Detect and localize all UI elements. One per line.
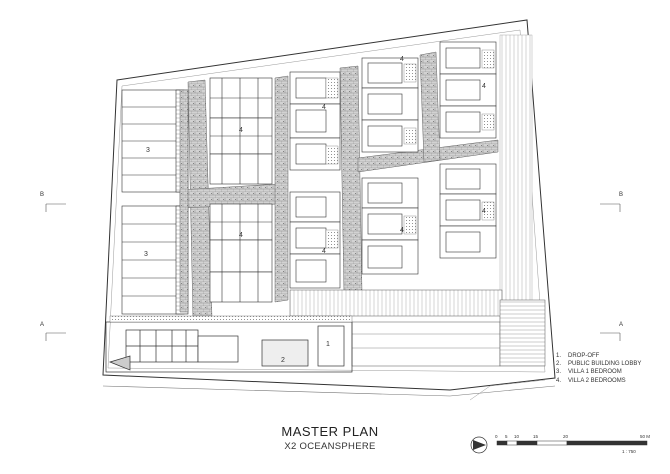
scale-bar [496, 440, 648, 446]
perimeter-path [107, 29, 546, 373]
site-road [102, 385, 556, 397]
page-subtitle: X2 OCEANSPHERE [284, 441, 376, 452]
scale-tick-0: 0 [495, 434, 498, 439]
east-perimeter-strip [499, 34, 533, 346]
scale-tick-50: 50 M [640, 434, 651, 439]
legend-item: 1.DROP-OFF [556, 353, 600, 359]
section-mark-b-left: B [40, 192, 45, 198]
section-line-a [45, 332, 621, 341]
label-villa2-c: 4 [322, 104, 326, 111]
public-building [105, 321, 353, 373]
scale-tick-20: 20 [563, 434, 569, 439]
villa-2-bedroom-units [209, 41, 497, 303]
villa-1-bedroom-north-block [121, 89, 189, 193]
legend-item: 2.PUBLIC BUILDING LOBBY [556, 361, 642, 368]
label-villa2-b: 4 [239, 232, 243, 239]
scale-tick-15: 15 [533, 434, 539, 439]
scale-tick-10: 10 [514, 434, 520, 439]
page-title: MASTER PLAN [281, 424, 379, 439]
walkway-corridors [179, 51, 499, 321]
scale-tick-5: 5 [505, 434, 508, 439]
label-lobby: 2 [281, 357, 285, 364]
label-villa2-g: 4 [482, 83, 486, 90]
driveway [109, 315, 353, 323]
label-villa1-north: 3 [146, 147, 150, 154]
label-villa2-h: 4 [482, 208, 486, 215]
label-villa1-south: 3 [144, 251, 148, 258]
legend-item: 3.VILLA 1 BEDROOM [556, 369, 622, 376]
section-mark-a-right: A [619, 322, 624, 328]
section-mark-a-left: A [40, 322, 45, 328]
legend: 1.DROP-OFF 2.PUBLIC BUILDING LOBBY 3.VIL… [556, 352, 641, 385]
scale-ratio: 1 : 750 [622, 449, 636, 454]
legend-item: 4.VILLA 2 BEDROOMS [556, 377, 626, 384]
label-villa2-f: 4 [400, 227, 404, 234]
section-mark-b-right: B [619, 192, 624, 198]
section-line-b [45, 203, 621, 212]
label-villa2-d: 4 [322, 248, 326, 255]
villa-1-bedroom-south-block [121, 205, 189, 315]
north-arrow-icon [470, 436, 488, 454]
label-villa2-e: 4 [400, 56, 404, 63]
unit-decks [325, 49, 495, 249]
label-dropoff: 1 [326, 341, 330, 348]
parking-area [289, 289, 546, 367]
label-villa2-a: 4 [239, 127, 243, 134]
